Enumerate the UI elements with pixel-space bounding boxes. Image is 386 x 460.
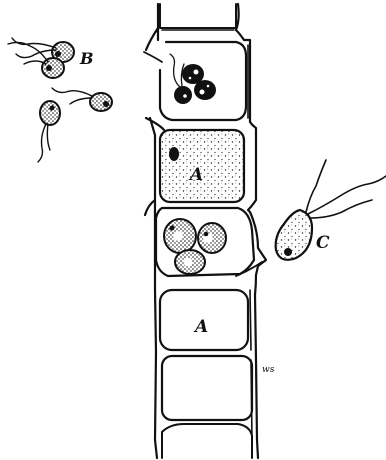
zoospore-cell-upper bbox=[144, 42, 246, 120]
zoospore-cluster-lower bbox=[164, 219, 226, 274]
zoospore-cluster-upper bbox=[170, 54, 216, 104]
cell-a-lower: A bbox=[160, 290, 248, 350]
signature-mark: ws bbox=[262, 365, 275, 375]
zoospore-cell-lower bbox=[156, 208, 262, 276]
cell-a-upper: A bbox=[146, 118, 244, 202]
top-cell bbox=[160, 4, 236, 30]
zoospore-c: C bbox=[276, 160, 386, 260]
label-c: C bbox=[316, 233, 330, 253]
label-b: B bbox=[79, 49, 94, 68]
label-a-lower: A bbox=[193, 317, 208, 337]
zoospores-b: B bbox=[8, 38, 112, 162]
label-a-upper: A bbox=[188, 165, 203, 185]
